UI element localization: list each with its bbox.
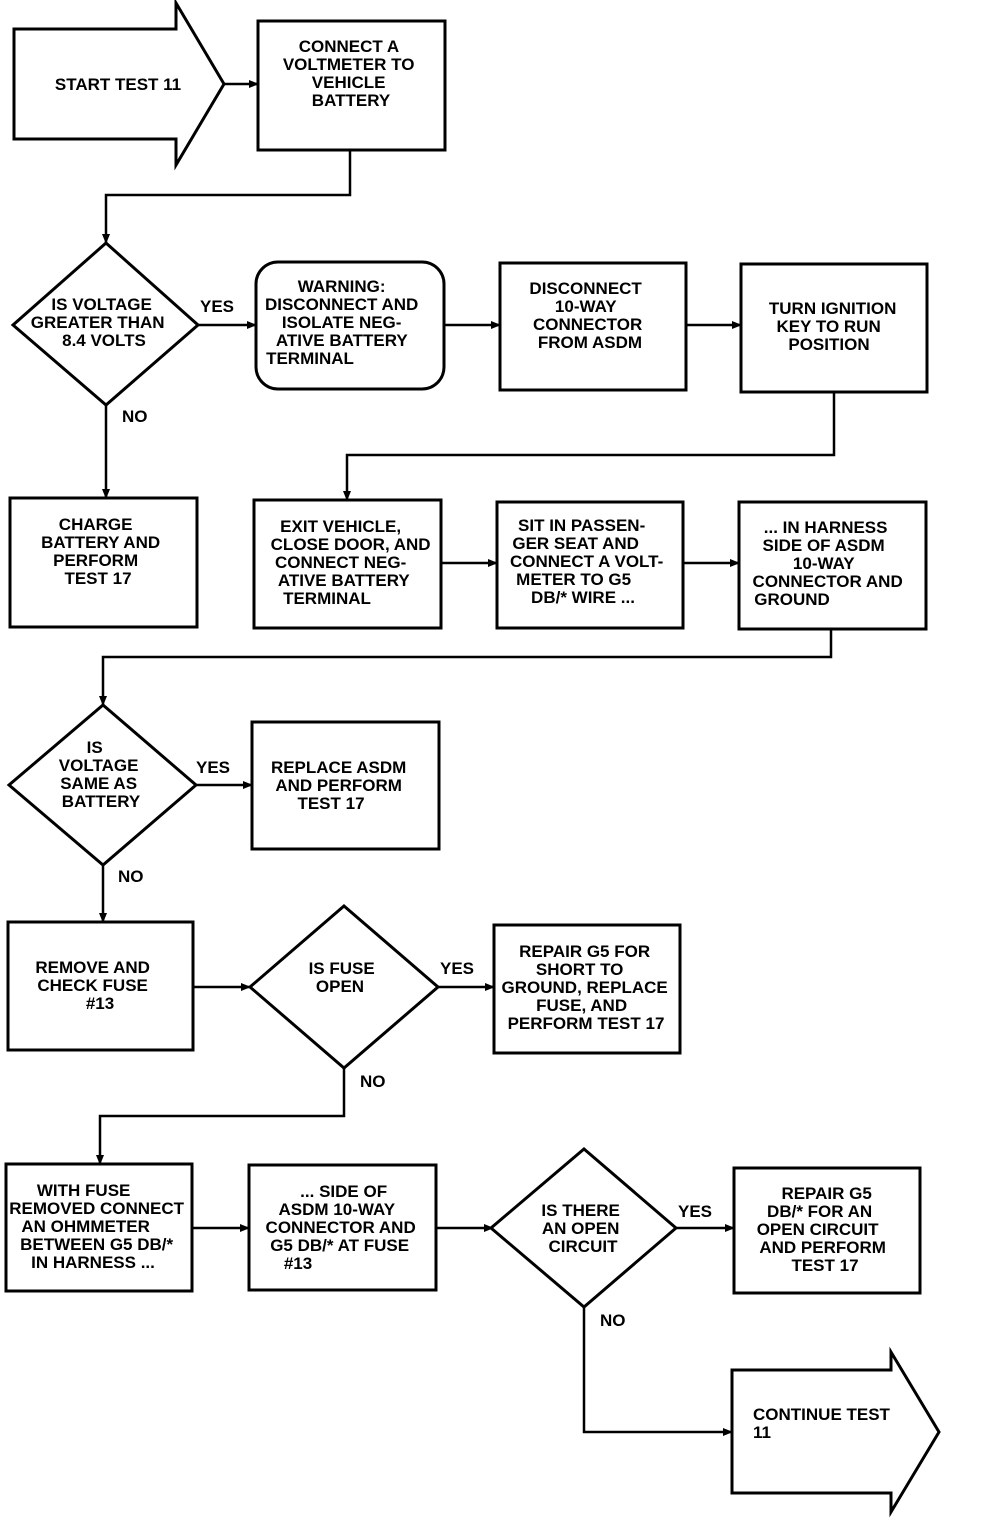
turn-ignition-text: TURN IGNITION KEY TO RUN POSITION [769, 299, 901, 354]
warning-text: WARNING: DISCONNECT AND ISOLATE NEG- ATI… [265, 277, 423, 368]
sit-passenger-text: SIT IN PASSEN- GER SEAT AND CONNECT A VO… [510, 516, 668, 607]
turn-ignition-box: TURN IGNITION KEY TO RUN POSITION [739, 262, 929, 394]
open-circuit-text: IS THERE AN OPEN CIRCUIT [541, 1201, 624, 1256]
ohmmeter-box: WITH FUSE REMOVED CONNECT AN OHMMETER BE… [4, 1162, 194, 1293]
ohmmeter-text: WITH FUSE REMOVED CONNECT AN OHMMETER BE… [9, 1181, 188, 1272]
start-node: START TEST 11 [12, 0, 226, 171]
repair-open-text: REPAIR G5 DB/* FOR AN OPEN CIRCUIT AND P… [757, 1184, 891, 1275]
side-asdm-box: ... SIDE OF ASDM 10-WAY CONNECTOR AND G5… [247, 1163, 438, 1292]
warning-box: WARNING: DISCONNECT AND ISOLATE NEG- ATI… [254, 260, 446, 391]
same-battery-text: IS VOLTAGE SAME AS BATTERY [59, 738, 143, 811]
in-harness-text: ... IN HARNESS SIDE OF ASDM 10-WAY CONNE… [753, 518, 908, 609]
yes-label-fuse: YES [440, 959, 474, 978]
disconnect-box: DISCONNECT 10-WAY CONNECTOR FROM ASDM [498, 261, 688, 392]
connect-voltmeter-text: CONNECT A VOLTMETER TO VEHICLE BATTERY [283, 37, 419, 110]
edge-labels: YES NO YES NO YES NO YES NO [118, 297, 712, 1330]
continue-node: CONTINUE TEST 11 [730, 1346, 941, 1518]
repair-short-text: REPAIR G5 FOR SHORT TO GROUND, REPLACE F… [502, 942, 673, 1033]
no-label-same: NO [118, 867, 144, 886]
exit-vehicle-box: EXIT VEHICLE, CLOSE DOOR, AND CONNECT NE… [252, 498, 443, 630]
replace-asdm-box: REPLACE ASDM AND PERFORM TEST 17 [250, 720, 441, 851]
start-text: START TEST 11 [55, 75, 181, 94]
remove-fuse-box: REMOVE AND CHECK FUSE #13 [6, 920, 195, 1052]
repair-short-box: REPAIR G5 FOR SHORT TO GROUND, REPLACE F… [492, 923, 682, 1055]
charge-battery-box: CHARGE BATTERY AND PERFORM TEST 17 [8, 496, 199, 629]
side-asdm-text: ... SIDE OF ASDM 10-WAY CONNECTOR AND G5… [266, 1182, 421, 1273]
fuse-open-text: IS FUSE OPEN [309, 959, 380, 996]
same-battery-decision: IS VOLTAGE SAME AS BATTERY [6, 703, 199, 867]
no-label-voltage: NO [122, 407, 148, 426]
yes-label-voltage: YES [200, 297, 234, 316]
connect-voltmeter-box: CONNECT A VOLTMETER TO VEHICLE BATTERY [256, 19, 447, 152]
open-circuit-decision: IS THERE AN OPEN CIRCUIT [488, 1147, 679, 1309]
disconnect-text: DISCONNECT 10-WAY CONNECTOR FROM ASDM [529, 279, 647, 352]
connectors [96, 80, 836, 1436]
no-label-fuse: NO [360, 1072, 386, 1091]
yes-label-open: YES [678, 1202, 712, 1221]
replace-asdm-text: REPLACE ASDM AND PERFORM TEST 17 [271, 758, 411, 813]
repair-open-box: REPAIR G5 DB/* FOR AN OPEN CIRCUIT AND P… [732, 1166, 922, 1295]
in-harness-box: ... IN HARNESS SIDE OF ASDM 10-WAY CONNE… [737, 500, 928, 631]
remove-fuse-text: REMOVE AND CHECK FUSE #13 [35, 958, 154, 1013]
charge-battery-text: CHARGE BATTERY AND PERFORM TEST 17 [41, 515, 165, 588]
yes-label-same: YES [196, 758, 230, 777]
fuse-open-decision: IS FUSE OPEN [247, 904, 441, 1070]
no-label-open: NO [600, 1311, 626, 1330]
sit-passenger-box: SIT IN PASSEN- GER SEAT AND CONNECT A VO… [495, 500, 685, 630]
continue-text: CONTINUE TEST 11 [753, 1405, 895, 1442]
voltage-decision: IS VOLTAGE GREATER THAN 8.4 VOLTS [10, 240, 201, 407]
exit-vehicle-text: EXIT VEHICLE, CLOSE DOOR, AND CONNECT NE… [271, 517, 436, 608]
voltage-decision-text: IS VOLTAGE GREATER THAN 8.4 VOLTS [31, 295, 170, 350]
